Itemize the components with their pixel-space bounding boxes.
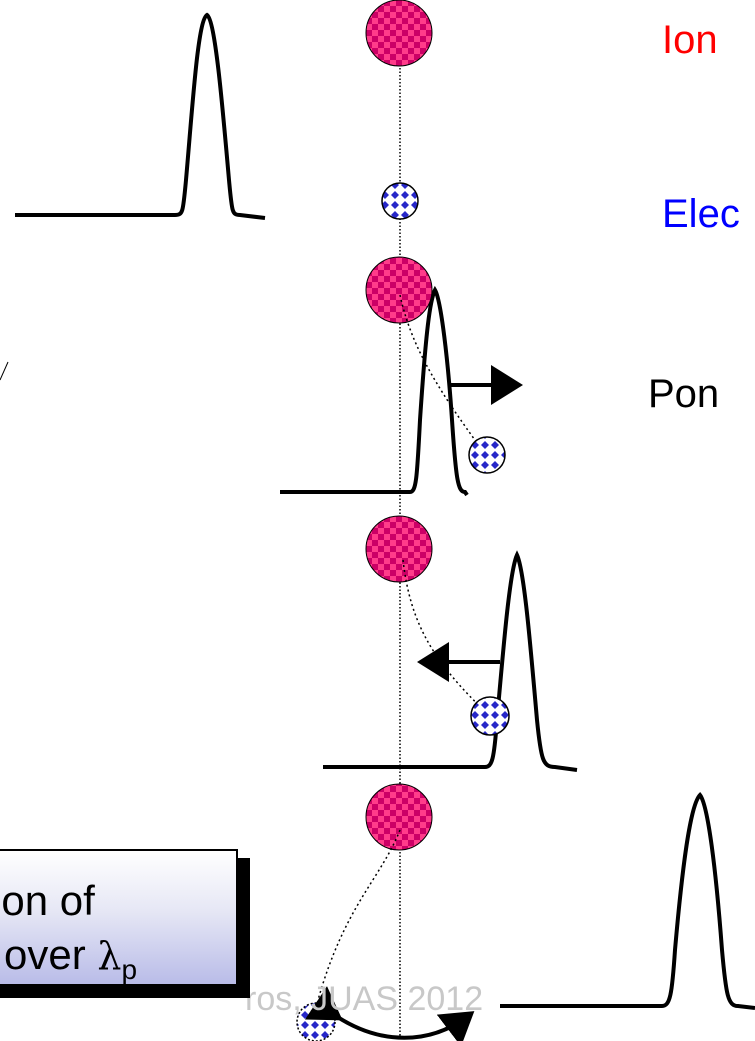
ion-3-icon [365, 515, 433, 583]
ion-label: Ion [662, 18, 718, 62]
electron-2-trail [399, 294, 487, 456]
laser-pulse-3 [323, 550, 578, 772]
lambda-symbol: λ [97, 934, 122, 978]
electron-3-icon [470, 696, 510, 736]
electron-2-icon [468, 436, 506, 474]
callout-box: ion of over λp [0, 849, 238, 986]
laser-pulse-1 [15, 12, 266, 220]
electron-label: Elec [662, 192, 740, 236]
callout-prefix: over [4, 931, 98, 978]
callout-line-2: over λp [4, 934, 137, 984]
callout-line-1: ion of [0, 877, 95, 924]
lambda-subscript: p [121, 954, 138, 985]
oscillation-double-arrow-icon [304, 986, 475, 1041]
ponderomotive-label: Pon [648, 372, 720, 416]
electron-1-icon [381, 182, 419, 220]
laser-pulse-4 [500, 791, 755, 1010]
ion-2-icon [365, 256, 433, 324]
electron-4-trail [317, 829, 401, 1001]
edge-tick [0, 361, 9, 381]
ion-4-icon [365, 783, 433, 851]
footer-credit: ros, JUAS 2012 [245, 980, 484, 1018]
laser-pulse-2 [280, 285, 469, 497]
electron-3-trail [402, 559, 491, 717]
ion-1-icon [365, 0, 433, 67]
